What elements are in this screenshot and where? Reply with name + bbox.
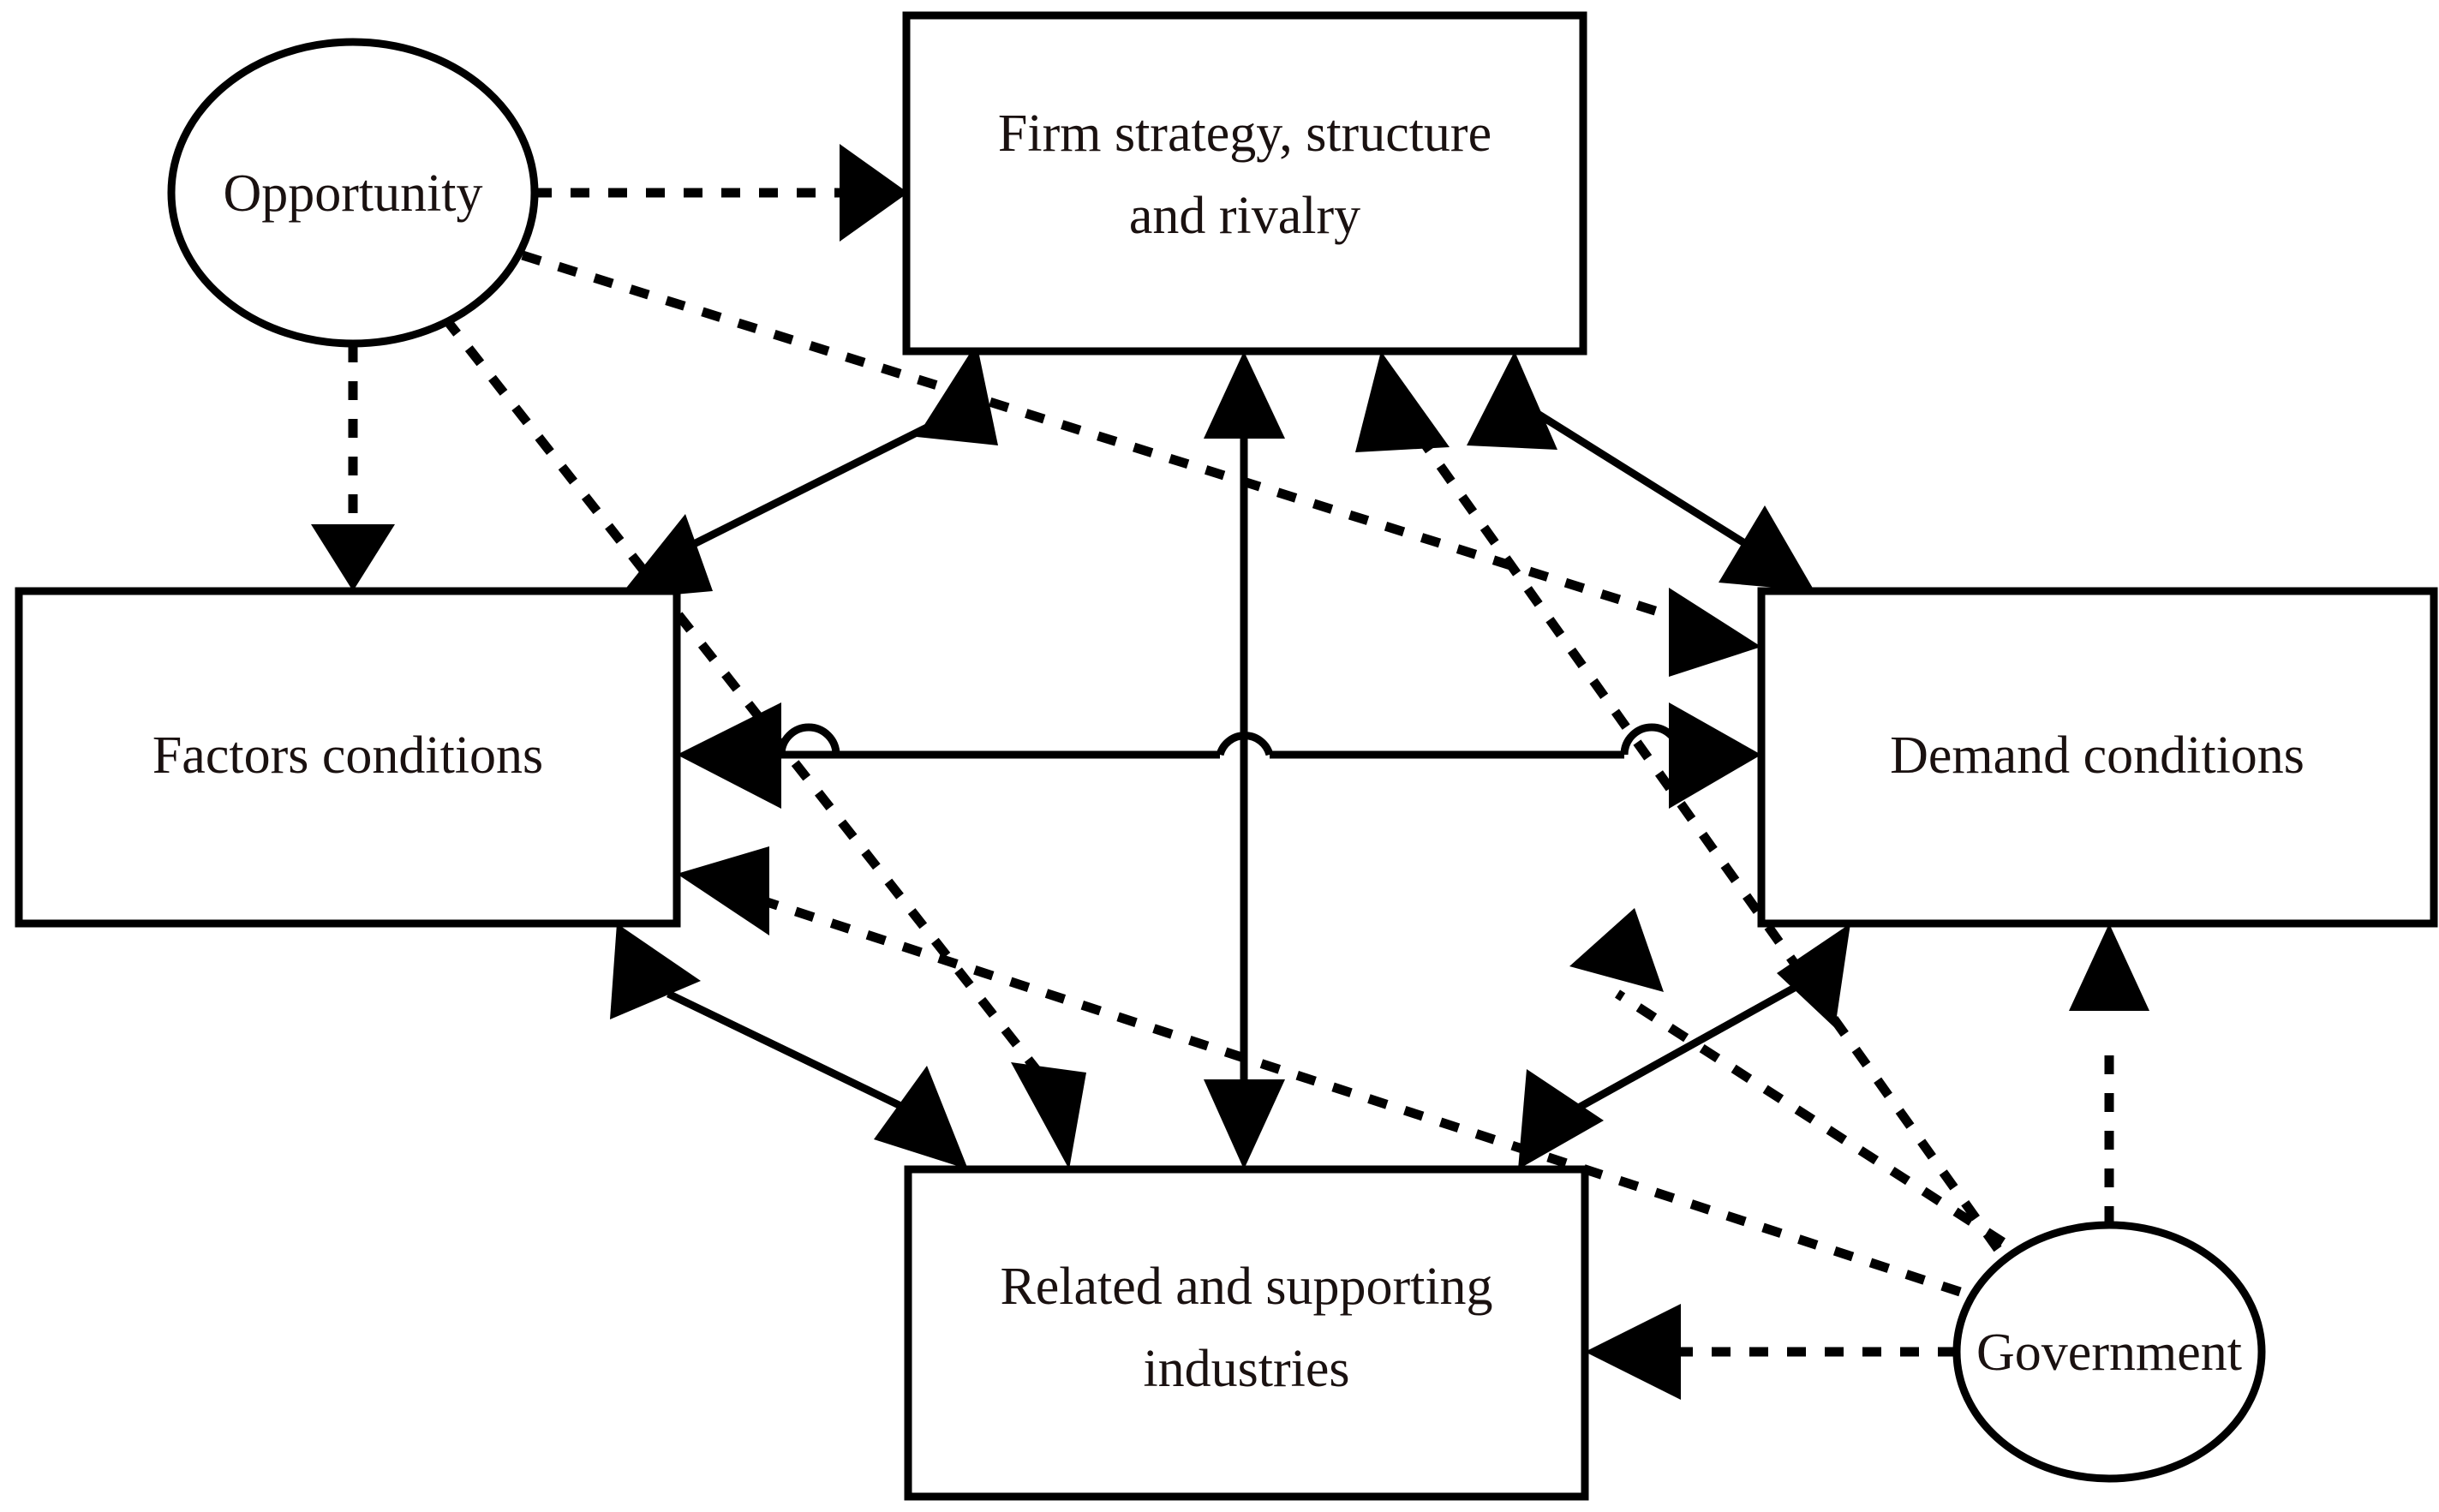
edge-opportunity-to-related-industries bbox=[441, 315, 1086, 1169]
factors-conditions-box[interactable] bbox=[15, 587, 681, 928]
edge-factors-to-firm-strategy bbox=[617, 343, 998, 600]
government-ellipse[interactable] bbox=[1952, 1221, 2266, 1483]
edge-opportunity-to-factors-conditions bbox=[311, 344, 395, 591]
node-firm-strategy[interactable]: Firm strategy, structure and rivalry bbox=[902, 11, 1587, 356]
government-label: Government bbox=[1976, 1324, 2242, 1382]
opportunity-ellipse[interactable] bbox=[167, 38, 539, 348]
firm-strategy-label-line2: and rivalry bbox=[1129, 187, 1360, 245]
edge-government-to-demand-conditions bbox=[2069, 923, 2149, 1225]
node-government[interactable]: Government bbox=[1952, 1221, 2266, 1483]
firm-strategy-box[interactable] bbox=[902, 11, 1587, 356]
edge-factors-to-related-industries bbox=[610, 923, 968, 1169]
node-factors-conditions[interactable]: Factors conditions bbox=[15, 587, 681, 928]
node-demand-conditions[interactable]: Demand conditions bbox=[1757, 587, 2438, 928]
factors-conditions-label: Factors conditions bbox=[152, 726, 543, 785]
edge-government-to-firm-strategy bbox=[1355, 351, 2002, 1252]
edge-government-to-factors-conditions bbox=[677, 846, 1962, 1297]
node-opportunity[interactable]: Opportunity bbox=[167, 38, 539, 348]
related-industries-label-line1: Related and supporting bbox=[1000, 1258, 1492, 1316]
edge-firm-strategy-to-related-industries bbox=[1204, 351, 1285, 1169]
edge-opportunity-to-demand-conditions bbox=[521, 250, 1761, 677]
firm-strategy-label-line1: Firm strategy, structure bbox=[998, 105, 1491, 163]
node-related-supporting-industries[interactable]: Related and supporting industries bbox=[904, 1165, 1589, 1501]
demand-conditions-label: Demand conditions bbox=[1890, 726, 2304, 785]
edge-opportunity-to-firm-strategy bbox=[533, 144, 908, 242]
edge-demand-to-firm-strategy bbox=[1467, 351, 1814, 591]
opportunity-label: Opportunity bbox=[223, 164, 482, 223]
edge-government-to-related-industries-top bbox=[1569, 908, 2006, 1246]
related-industries-label-line2: industries bbox=[1143, 1340, 1349, 1398]
edge-factors-to-demand-conditions bbox=[677, 702, 1761, 809]
demand-conditions-box[interactable] bbox=[1757, 587, 2438, 928]
related-industries-box[interactable] bbox=[904, 1165, 1589, 1501]
edge-government-to-related-industries-side bbox=[1585, 1304, 1957, 1400]
edge-demand-to-related-industries bbox=[1518, 923, 1850, 1169]
